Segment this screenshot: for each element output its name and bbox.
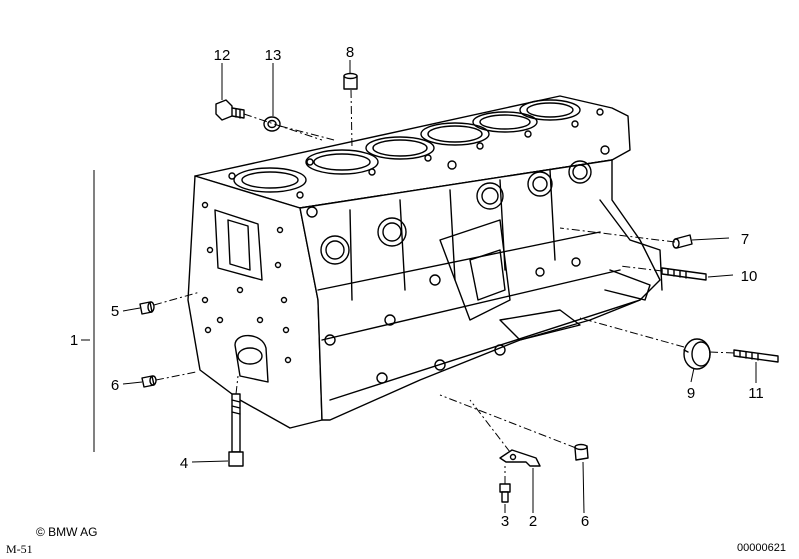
part-7-dowel — [672, 234, 693, 249]
part-8-plug — [343, 72, 358, 90]
callout-13: 13 — [265, 47, 282, 64]
part-4-bolt — [228, 393, 244, 467]
part-2-bracket — [499, 449, 541, 467]
callout-11: 11 — [748, 385, 764, 402]
callout-labels: 12 13 8 1 5 6 4 7 10 9 11 3 2 6 — [70, 44, 764, 530]
part-6-dowel-left — [141, 375, 157, 388]
callout-6-left: 6 — [111, 377, 119, 394]
callout-12: 12 — [214, 47, 231, 64]
callout-3: 3 — [501, 513, 509, 530]
part-12-bolt — [215, 99, 245, 121]
callout-6-bottom: 6 — [581, 513, 589, 530]
part-13-sealing-ring — [263, 116, 281, 132]
engine-block — [187, 95, 663, 429]
callout-10: 10 — [741, 268, 758, 285]
part-9-shaft-seal — [683, 338, 711, 370]
assembly-lines — [153, 89, 735, 484]
part-10-stud — [661, 267, 707, 281]
callout-1: 1 — [70, 332, 78, 349]
callout-7: 7 — [741, 231, 749, 248]
callout-9: 9 — [687, 385, 695, 402]
part-5-dowel — [139, 301, 155, 315]
callout-4: 4 — [180, 455, 188, 472]
part-11-stud — [733, 349, 779, 363]
copyright-notice: © BMW AG — [36, 525, 98, 539]
callout-8: 8 — [346, 44, 354, 61]
callout-5: 5 — [111, 303, 119, 320]
image-number: 00000621 — [737, 542, 786, 554]
part-3-screw — [499, 483, 511, 503]
leader-lines — [81, 60, 757, 514]
callout-2: 2 — [529, 513, 537, 530]
part-6-dowel-bottom — [574, 443, 589, 461]
drawing-code: M-51 — [6, 542, 33, 556]
